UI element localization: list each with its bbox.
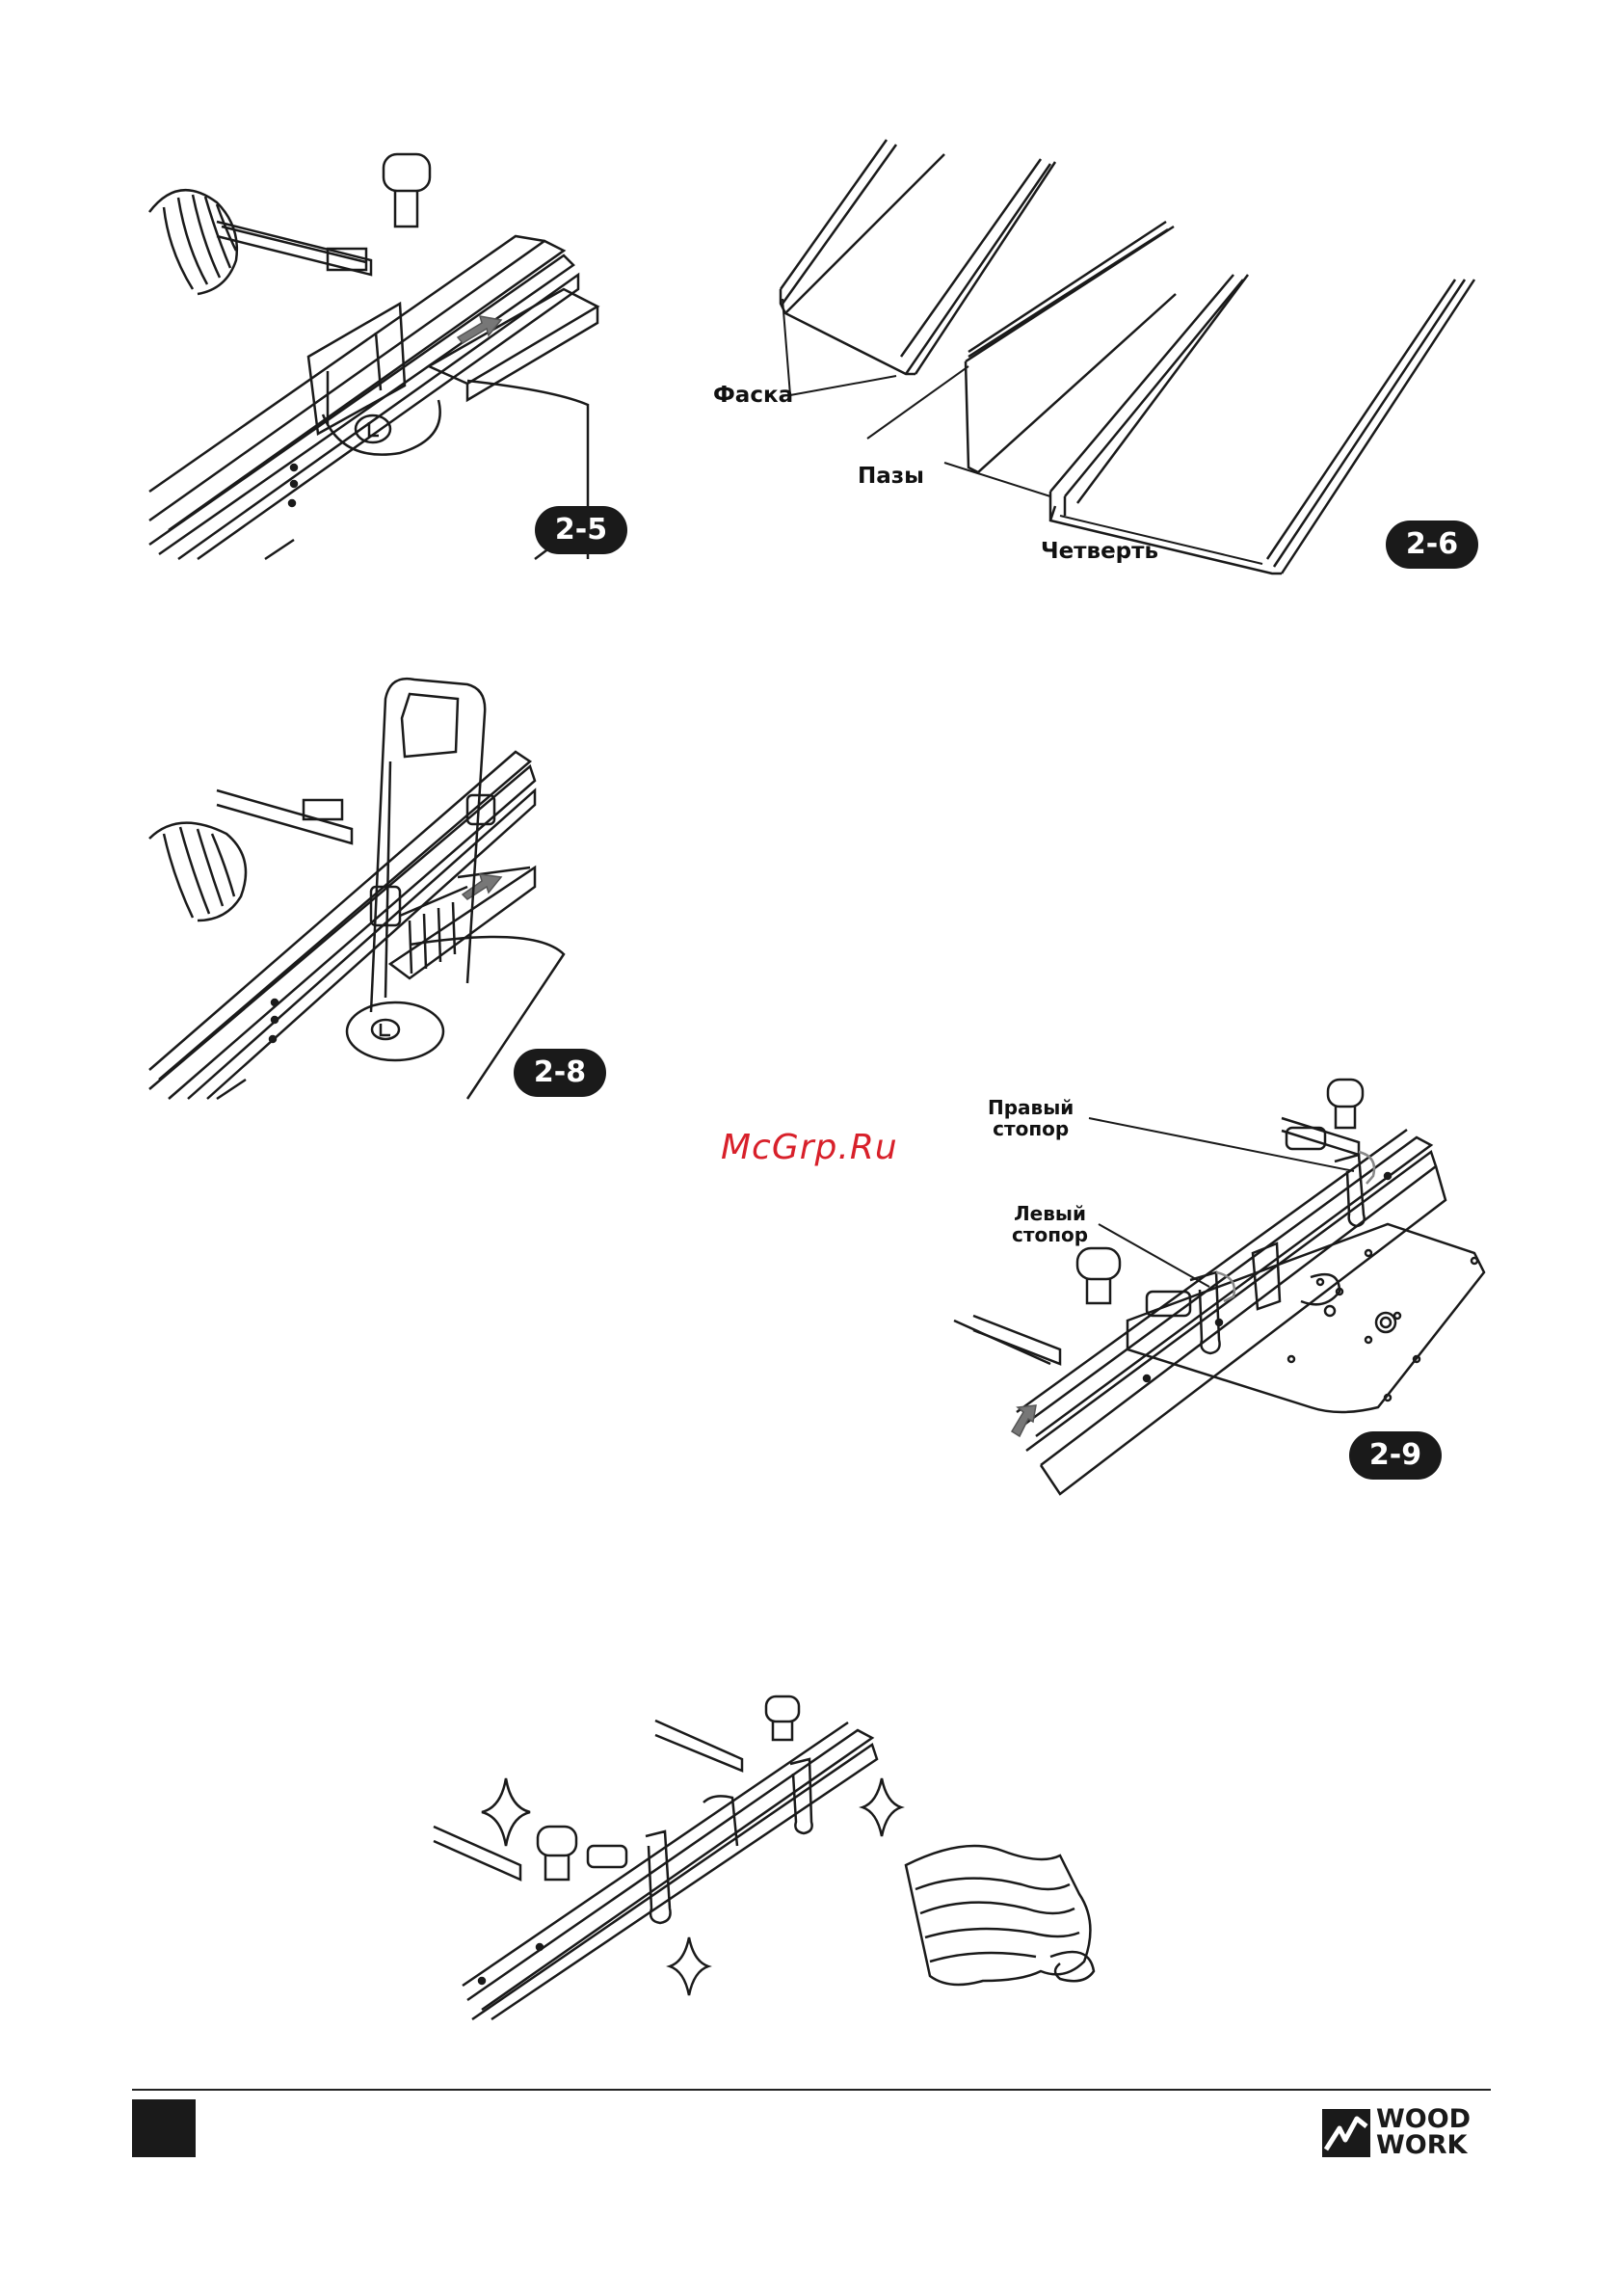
figure-badge-2-9: 2-9 — [1349, 1431, 1442, 1480]
logo-line1: WOOD — [1376, 2107, 1471, 2132]
label-right-stop-line2: стопор — [988, 1118, 1074, 1139]
sparkle-icon — [862, 1778, 901, 1836]
label-left-stop-line1: Левый — [1012, 1203, 1088, 1224]
fence-illustration-2-5 — [149, 135, 631, 559]
label-left-stop-line2: стопор — [1012, 1224, 1088, 1245]
figure-cleaning — [424, 1692, 1127, 2019]
sparkle-icon — [482, 1778, 530, 1846]
logo-line2: WORK — [1376, 2133, 1467, 2158]
leader-lines-2-6 — [713, 135, 1484, 588]
woodwork-logo-icon — [1322, 2107, 1372, 2159]
figure-2-5: 2-5 — [149, 135, 631, 559]
footer-divider — [132, 2089, 1491, 2091]
label-right-stop: Правый стопор — [988, 1097, 1074, 1139]
label-right-stop-line1: Правый — [988, 1097, 1074, 1118]
dust-hose — [149, 190, 237, 294]
label-rabbet: Четверть — [1041, 540, 1158, 563]
figure-badge-2-5: 2-5 — [535, 506, 627, 554]
page-number-block — [132, 2099, 196, 2157]
woodwork-logo: WOOD WORK — [1322, 2107, 1492, 2159]
sparkle-icon — [670, 1937, 708, 1995]
figure-2-8: 2-8 — [149, 665, 631, 1099]
figure-badge-2-8: 2-8 — [514, 1049, 606, 1097]
label-left-stop: Левый стопор — [1012, 1203, 1088, 1245]
label-chamfer: Фаска — [713, 384, 793, 407]
figure-2-6: Фаска Пазы Четверть 2-6 — [713, 135, 1484, 588]
figure-badge-2-6: 2-6 — [1386, 521, 1478, 569]
dust-hose — [149, 823, 246, 921]
cloth-icon — [906, 1846, 1090, 1985]
figure-2-9: Правый стопор Левый стопор 2-9 — [954, 1070, 1494, 1494]
watermark: McGrp.Ru — [721, 1128, 898, 1167]
clean-fence-illustration — [424, 1692, 1127, 2019]
label-grooves: Пазы — [858, 465, 924, 488]
feed-arrow — [463, 874, 501, 899]
featherboard-illustration-2-8 — [149, 665, 631, 1099]
